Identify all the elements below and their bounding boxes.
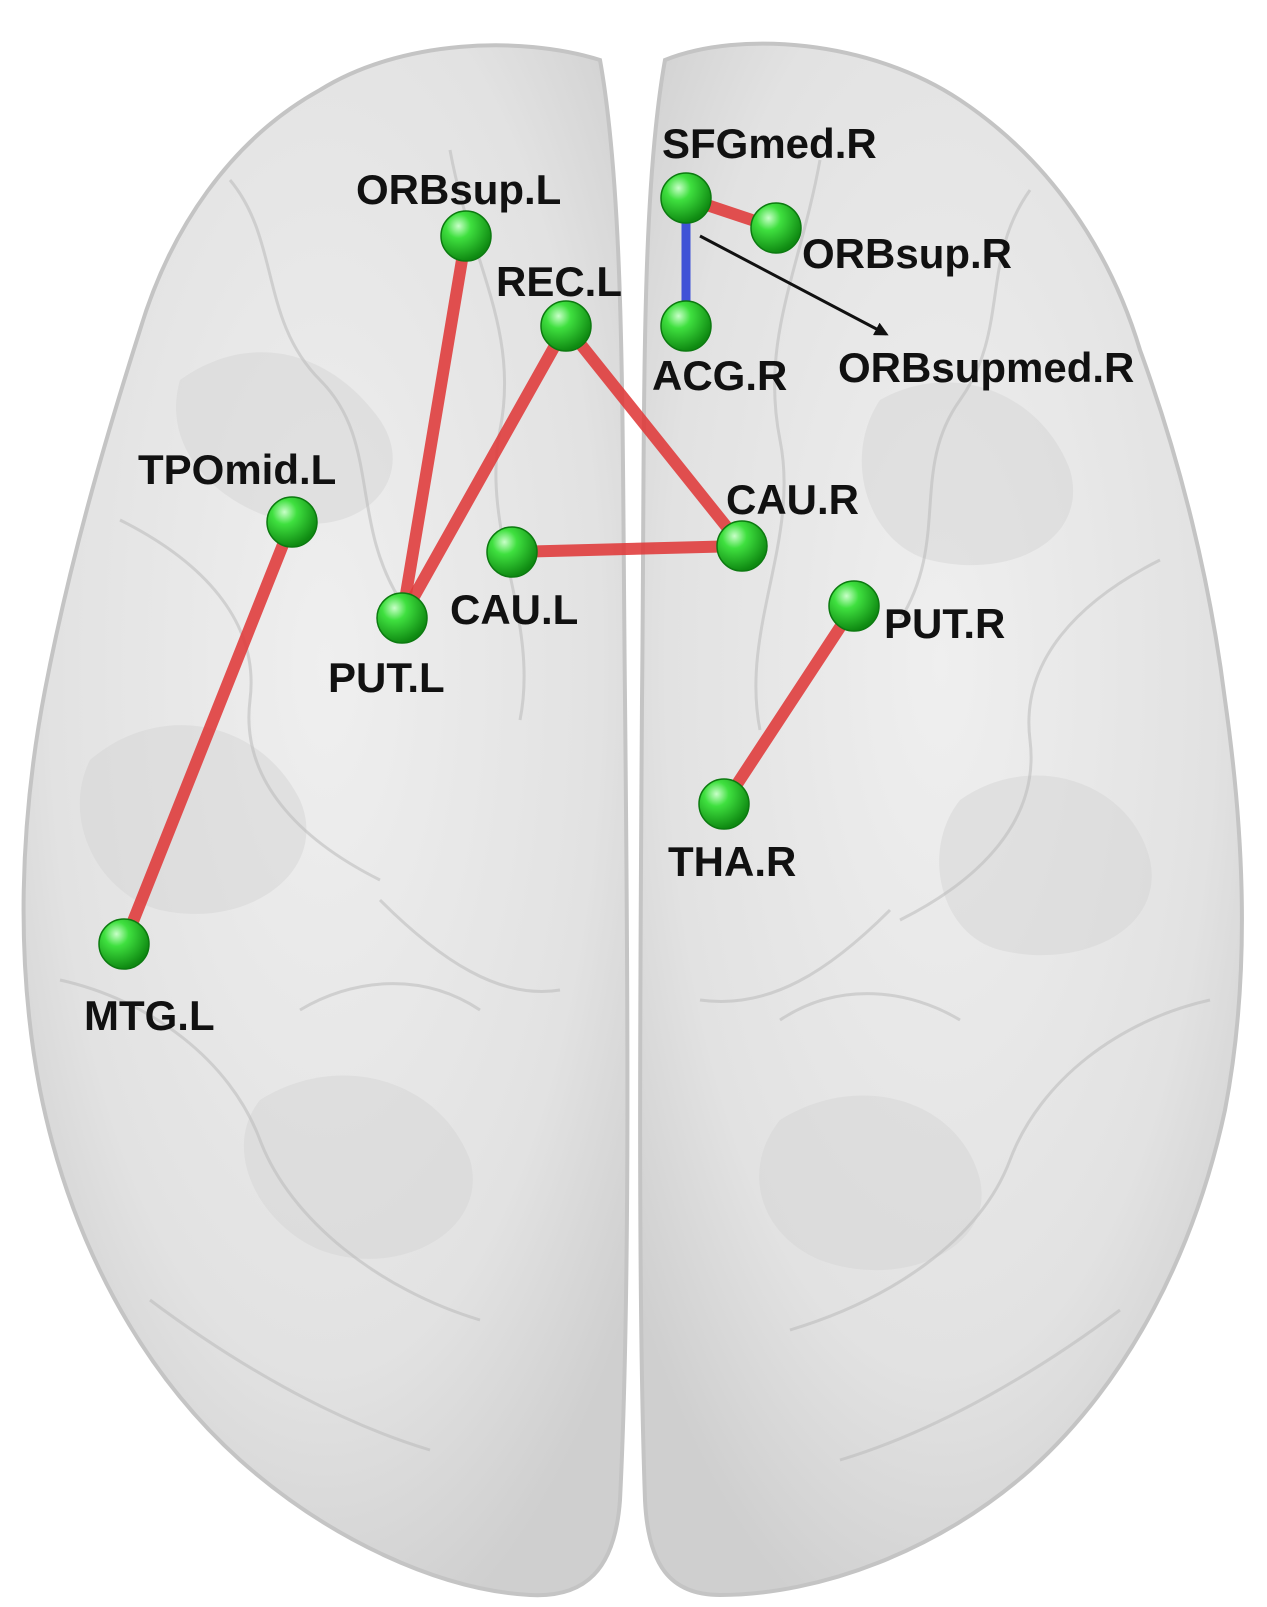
node-CAU.L [486, 526, 538, 578]
node-PUT.L [376, 592, 428, 644]
region-nodes [98, 172, 880, 970]
pointer-arrow-ORBsupmed.R [699, 234, 889, 336]
edge-REC.L-CAU.R [560, 320, 748, 552]
connection-edges [118, 192, 860, 950]
node-SFGmed.R [660, 172, 712, 224]
node-MTG.L [98, 918, 150, 970]
label-PUT.R: PUT.R [884, 600, 1005, 647]
label-REC.L: REC.L [496, 258, 622, 305]
label-CAU.L: CAU.L [450, 586, 578, 633]
node-ORBsup.R [750, 202, 802, 254]
label-TPOmid.L: TPOmid.L [138, 446, 336, 493]
label-pointers [699, 234, 889, 336]
label-THA.R: THA.R [668, 838, 796, 885]
left-hemisphere [21, 43, 630, 1598]
label-ORBsup.R: ORBsup.R [802, 230, 1012, 277]
label-SFGmed.R: SFGmed.R [662, 120, 877, 167]
label-MTG.L: MTG.L [84, 992, 215, 1039]
edge-TPOmid.L-MTG.L [118, 516, 298, 950]
edge-CAU.L-CAU.R [506, 540, 748, 558]
edge-PUT.R-THA.R [718, 600, 860, 810]
node-REC.L [540, 300, 592, 352]
region-labels: ORBsup.L REC.L SFGmed.R ORBsup.R ACG.R ORBsup… [84, 120, 1134, 1039]
node-PUT.R [828, 580, 880, 632]
node-ACG.R [660, 300, 712, 352]
label-ACG.R: ACG.R [652, 352, 787, 399]
node-CAU.R [716, 520, 768, 572]
edge-ORBsup.L-PUT.L [396, 230, 472, 624]
edge-REC.L-PUT.L [396, 320, 572, 624]
label-CAU.R: CAU.R [726, 476, 859, 523]
node-ORBsup.L [440, 210, 492, 262]
label-ORBsup.L: ORBsup.L [356, 166, 561, 213]
right-hemisphere [638, 41, 1244, 1598]
node-THA.R [698, 778, 750, 830]
label-ORBsupmed.R: ORBsupmed.R [838, 344, 1134, 391]
label-PUT.L: PUT.L [328, 654, 445, 701]
node-TPOmid.L [266, 496, 318, 548]
